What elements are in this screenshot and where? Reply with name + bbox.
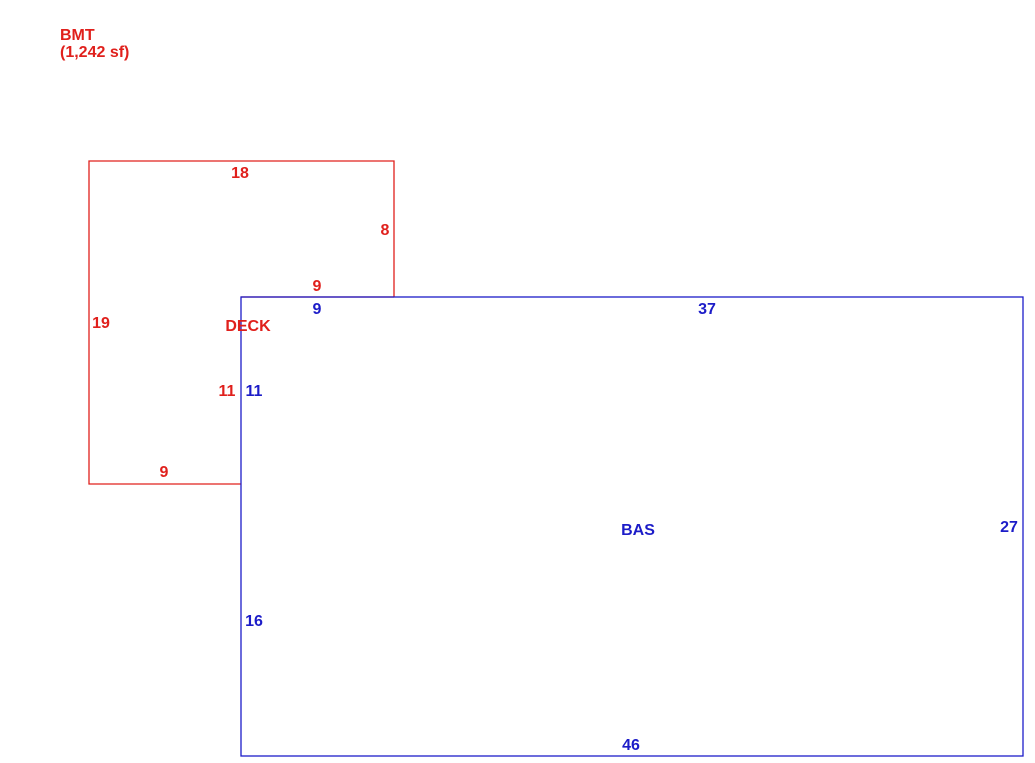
- sketch-title: BMT (1,242 sf): [60, 27, 129, 61]
- deck-dim-left: 19: [92, 315, 110, 332]
- bas-dim-top-left-segment: 9: [313, 301, 322, 318]
- area-name: BMT: [60, 27, 95, 44]
- bas-outline: [240, 296, 1024, 757]
- deck-dim-right-upper: 8: [381, 222, 390, 239]
- bas-dim-right: 27: [1000, 519, 1018, 536]
- bas-dim-left-upper: 11: [246, 383, 263, 400]
- deck-dim-bottom: 9: [160, 464, 169, 481]
- area-total: (1,242 sf): [60, 44, 130, 61]
- bas-dim-bottom: 46: [622, 737, 640, 754]
- bas-dim-top: 37: [698, 301, 716, 318]
- deck-dim-notch-top: 9: [313, 278, 322, 295]
- deck-dim-top: 18: [231, 165, 249, 182]
- deck-outline: [88, 160, 395, 485]
- bas-dim-left-lower: 16: [245, 613, 263, 630]
- deck-name-label: DECK: [225, 318, 271, 335]
- deck-dim-inner-right: 11: [219, 383, 236, 400]
- bas-name-label: BAS: [621, 522, 655, 539]
